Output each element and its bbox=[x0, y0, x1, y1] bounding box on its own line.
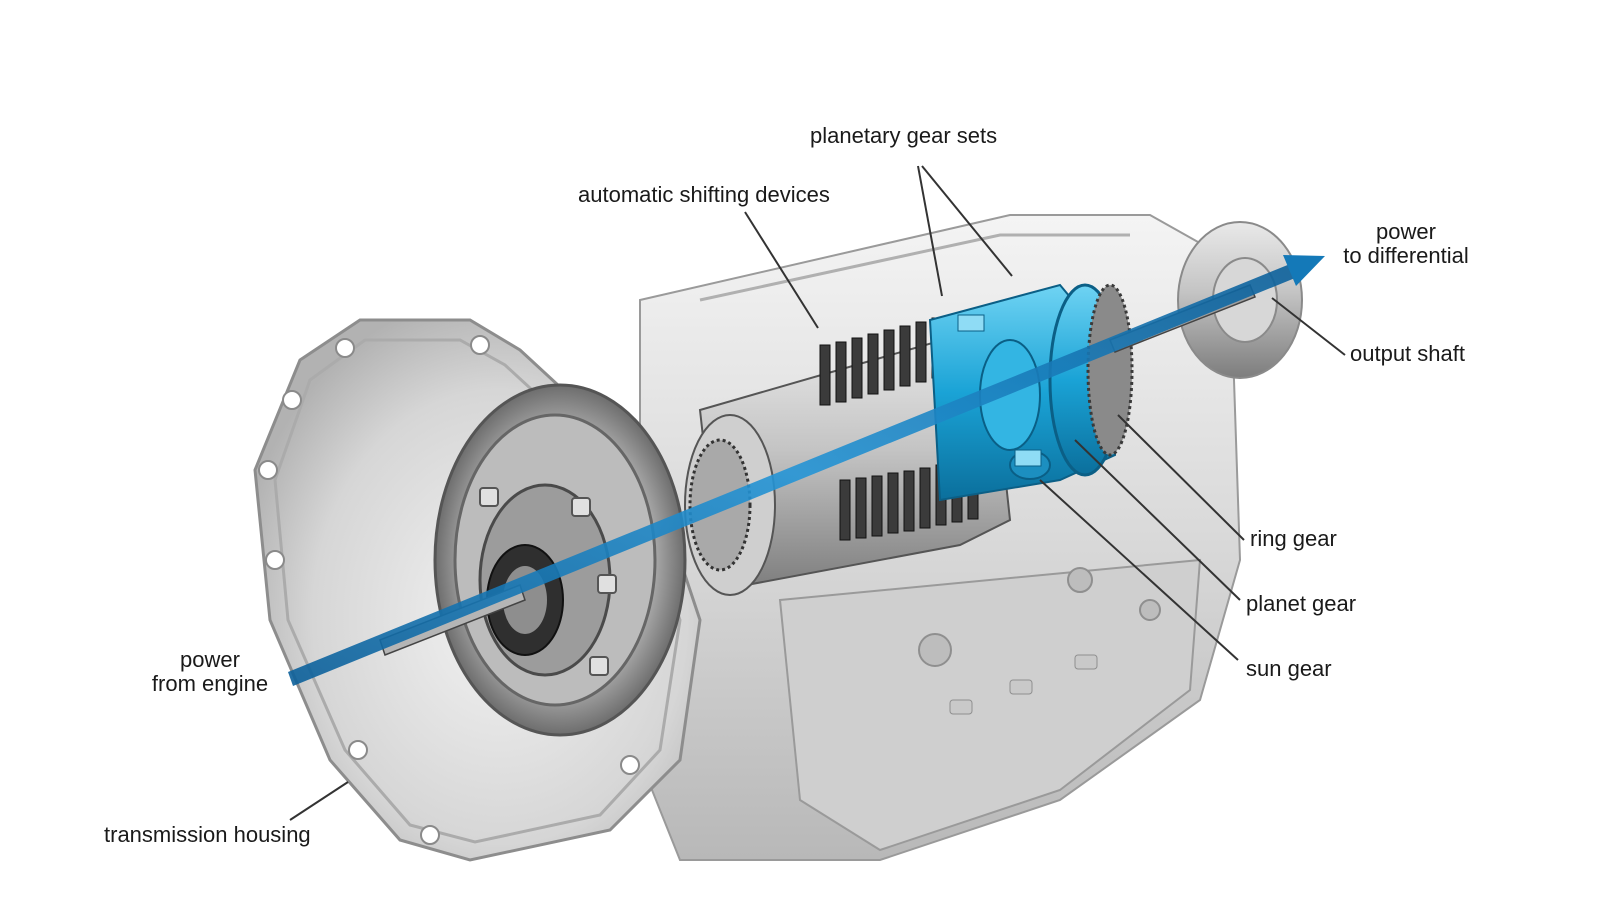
housing-boss bbox=[1139, 599, 1161, 621]
front-disk-studs bbox=[479, 487, 617, 676]
housing-boss bbox=[1009, 679, 1033, 695]
power-flow-arrow bbox=[288, 255, 1325, 686]
planet-carrier-tab bbox=[957, 314, 985, 332]
housing-oil-pan bbox=[778, 558, 1202, 852]
label-transmission-housing: transmission housing bbox=[104, 822, 311, 847]
label-power-to-differential: power to differential bbox=[1336, 220, 1476, 268]
label-planetary-gear-sets: planetary gear sets bbox=[810, 123, 998, 148]
label-ring-gear: ring gear bbox=[1250, 526, 1337, 551]
transmission-housing bbox=[253, 214, 1303, 862]
power-flow-band bbox=[288, 262, 1300, 686]
ring-gear-teeth bbox=[1086, 283, 1134, 457]
leader-output-shaft bbox=[1271, 297, 1346, 356]
housing-boss bbox=[918, 633, 952, 667]
label-power-from-engine: power from engine bbox=[140, 648, 280, 696]
leader-planet-gear bbox=[1074, 439, 1241, 601]
housing-boss bbox=[949, 699, 973, 715]
leader-planetary-1 bbox=[917, 165, 943, 297]
label-power-from-engine-line1: power bbox=[180, 647, 240, 672]
label-output-shaft: output shaft bbox=[1350, 341, 1465, 366]
power-flow-arrowhead bbox=[1283, 255, 1325, 286]
leader-sun-gear bbox=[1039, 479, 1239, 661]
label-power-to-differential-line2: to differential bbox=[1343, 243, 1469, 268]
leader-ring-gear bbox=[1117, 414, 1245, 541]
leader-housing bbox=[289, 781, 349, 821]
label-automatic-shifting-devices: automatic shifting devices bbox=[578, 182, 830, 207]
leader-planetary-2 bbox=[921, 165, 1013, 277]
label-sun-gear: sun gear bbox=[1246, 656, 1332, 681]
housing-boss bbox=[1074, 654, 1098, 670]
bell-housing-rim bbox=[273, 338, 682, 844]
planet-carrier-tab bbox=[1014, 449, 1042, 467]
label-power-from-engine-line2: from engine bbox=[151, 671, 269, 696]
bell-bolts bbox=[258, 335, 640, 845]
leader-shifting bbox=[744, 211, 819, 329]
leader-lines bbox=[289, 165, 1346, 821]
label-planet-gear: planet gear bbox=[1246, 591, 1357, 616]
label-power-to-differential-line1: power bbox=[1376, 219, 1436, 244]
housing-boss bbox=[1067, 567, 1093, 593]
housing-rib-top bbox=[699, 233, 1130, 302]
